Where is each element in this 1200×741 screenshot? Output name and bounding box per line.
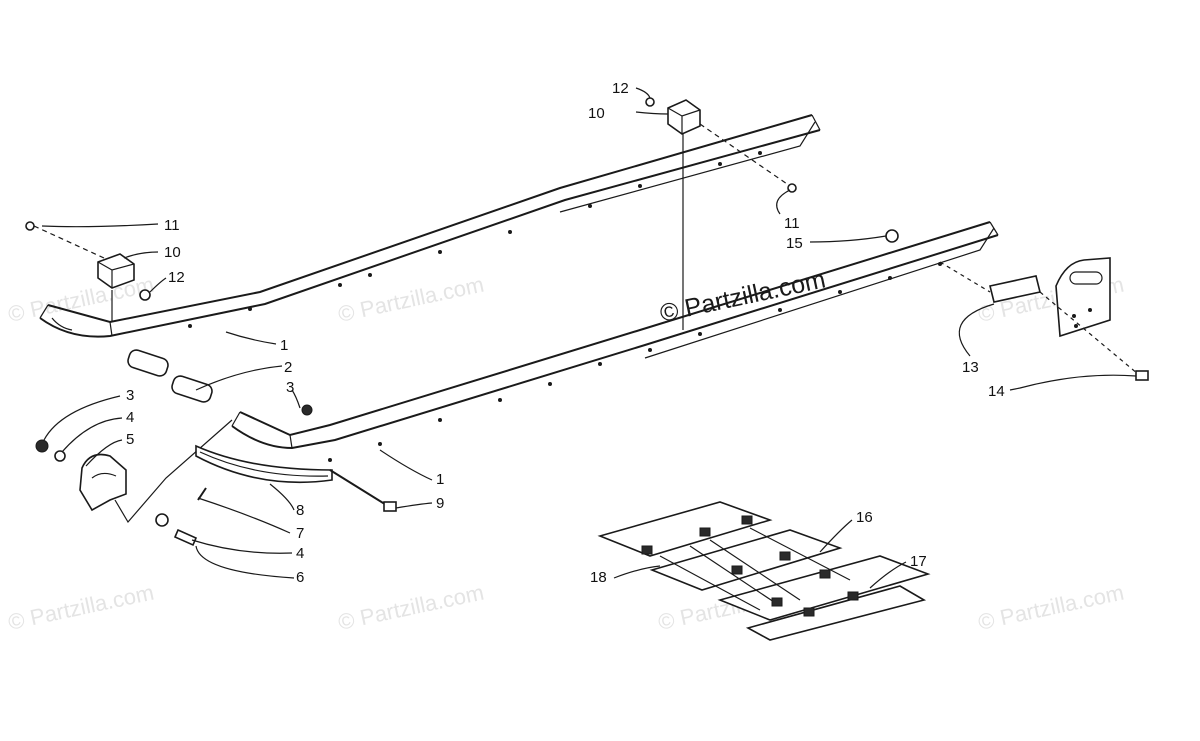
callout-1-front-rail: 1	[436, 471, 444, 488]
rear-hardware	[885, 229, 1149, 381]
right-stop-block	[645, 97, 797, 330]
bolt-9-line	[329, 469, 389, 507]
callout-8-wear-strip: 8	[296, 502, 304, 519]
leader-lines	[41, 87, 1137, 589]
callout-11-pin-left: 11	[164, 217, 180, 234]
callout-11-pin-right: 11	[784, 215, 800, 232]
callout-17-cleat: 17	[910, 553, 927, 570]
watermark-tile: © Partzilla.com	[976, 580, 1126, 635]
callout-labels: 1 1 2 3 3 4 4 5 6 7 8 9 10 10 11 11 12 1…	[126, 80, 1005, 586]
callout-10-block-right: 10	[588, 105, 605, 122]
callout-13-plate: 13	[962, 359, 979, 376]
callout-3-nut: 3	[126, 387, 134, 404]
callout-15-nut: 15	[786, 235, 803, 252]
callout-18-cleat: 18	[590, 569, 607, 586]
callout-3-nut-right: 3	[286, 379, 294, 396]
watermark-tiles: © Partzilla.com © Partzilla.com © Partzi…	[6, 272, 1126, 635]
callout-10-block-left: 10	[164, 244, 181, 261]
rail-spacers	[127, 349, 213, 403]
callout-2-spacer: 2	[284, 359, 292, 376]
slide-rail-back	[39, 114, 821, 338]
bolt-9	[383, 501, 397, 512]
callout-14-bolt: 14	[988, 383, 1005, 400]
callout-5-bumper: 5	[126, 431, 134, 448]
front-bumper-assembly	[35, 404, 313, 547]
callout-12-nut-left: 12	[168, 269, 185, 286]
callout-4-washer-lower: 4	[296, 545, 304, 562]
watermark-tile: © Partzilla.com	[336, 580, 486, 635]
callout-1-back-rail: 1	[280, 337, 288, 354]
callout-4-washer: 4	[126, 409, 134, 426]
track-section	[597, 501, 931, 641]
left-stop-block	[25, 221, 151, 322]
wear-strip	[195, 444, 333, 501]
slide-rail-front	[231, 221, 999, 462]
callout-6-bolt: 6	[296, 569, 304, 586]
callout-12-nut-right: 12	[612, 80, 629, 97]
callout-7-screw: 7	[296, 525, 304, 542]
watermark-tile: © Partzilla.com	[336, 272, 486, 327]
watermark-tile: © Partzilla.com	[6, 580, 156, 635]
callout-9-bolt: 9	[436, 495, 444, 512]
callout-16-cleat: 16	[856, 509, 873, 526]
